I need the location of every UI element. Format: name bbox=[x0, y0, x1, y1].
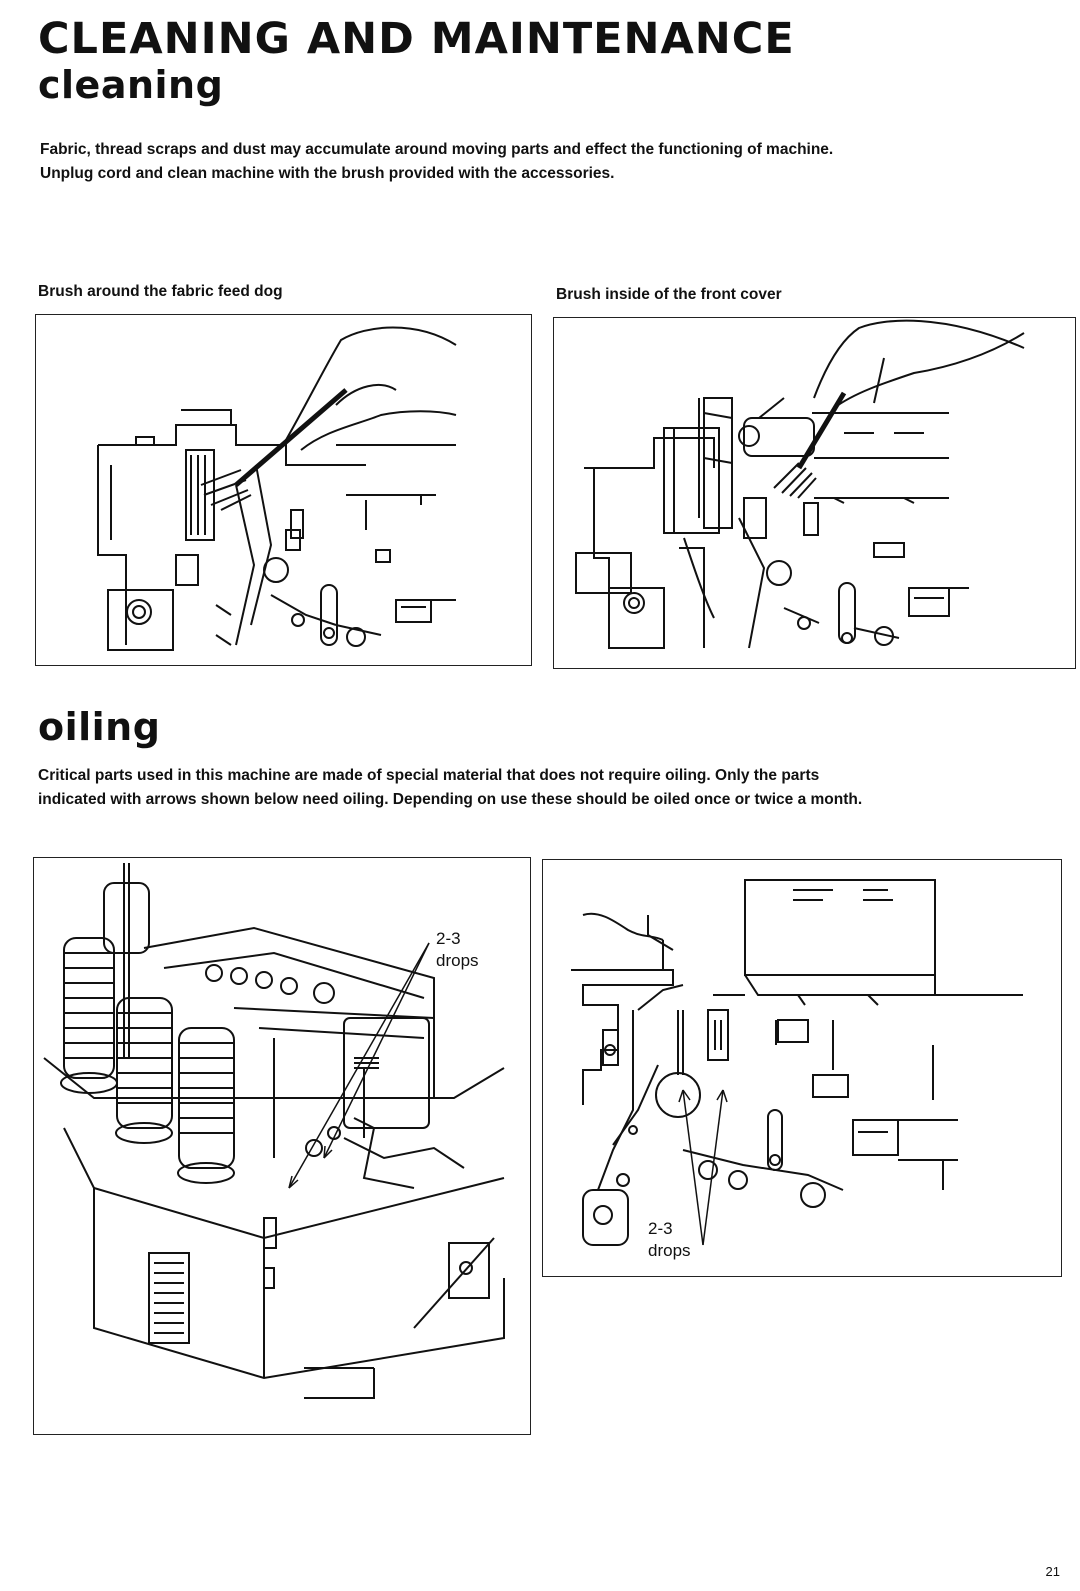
figure-oiling-detail: 2-3 drops bbox=[542, 859, 1062, 1277]
cleaning-paragraph: Fabric, thread scraps and dust may accum… bbox=[40, 138, 833, 186]
page-title: CLEANING AND MAINTENANCE bbox=[38, 14, 795, 64]
section-title-cleaning: cleaning bbox=[38, 63, 224, 107]
cleaning-paragraph-line: Fabric, thread scraps and dust may accum… bbox=[40, 141, 834, 158]
section-title-oiling: oiling bbox=[38, 705, 161, 749]
oiling-paragraph: Critical parts used in this machine are … bbox=[38, 764, 862, 812]
brush-feed-dog-illustration bbox=[97, 326, 457, 651]
callout-drops-left: 2-3 drops bbox=[436, 928, 479, 972]
figure-brush-front-cover bbox=[553, 317, 1076, 669]
callout-unit: drops bbox=[648, 1241, 691, 1260]
brush-front-cover-illustration bbox=[575, 319, 1025, 649]
callout-amount: 2-3 bbox=[436, 929, 461, 948]
cleaning-paragraph-line: Unplug cord and clean machine with the b… bbox=[40, 165, 615, 182]
callout-drops-right: 2-3 drops bbox=[648, 1218, 691, 1262]
figure-oiling-machine: 2-3 drops bbox=[33, 857, 531, 1435]
oiling-paragraph-line: indicated with arrows shown below need o… bbox=[38, 791, 863, 808]
oiling-detail-illustration bbox=[571, 879, 1023, 1246]
figure-caption-front-cover: Brush inside of the front cover bbox=[556, 286, 782, 303]
page-number: 21 bbox=[1045, 1564, 1060, 1579]
callout-amount: 2-3 bbox=[648, 1219, 673, 1238]
figure-brush-feed-dog bbox=[35, 314, 532, 666]
serger-machine-illustration bbox=[43, 863, 505, 1399]
callout-unit: drops bbox=[436, 951, 479, 970]
oiling-paragraph-line: Critical parts used in this machine are … bbox=[38, 767, 820, 784]
figure-caption-feed-dog: Brush around the fabric feed dog bbox=[38, 283, 283, 300]
